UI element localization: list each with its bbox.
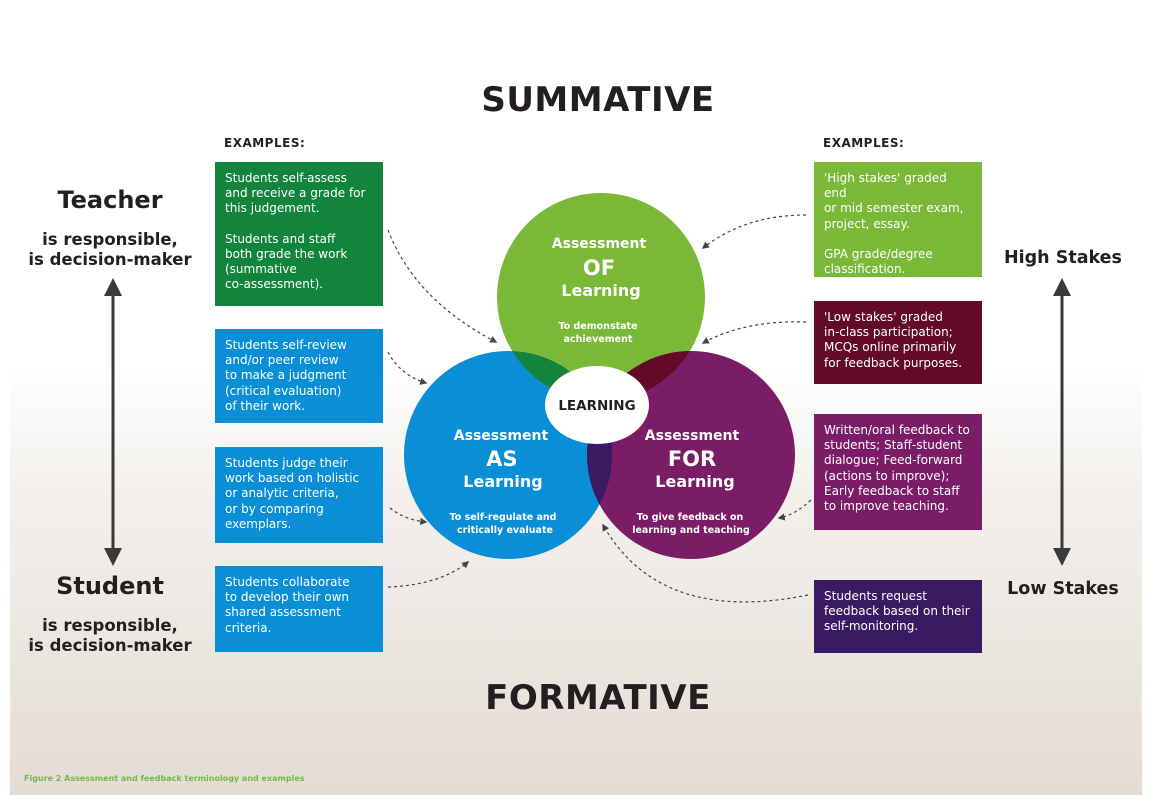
- connector-arrow: [387, 229, 498, 343]
- box-text: Students collaborate to develop their ow…: [225, 575, 350, 635]
- summative-title: SUMMATIVE: [481, 80, 715, 120]
- learning-center: [545, 366, 649, 444]
- of-desc2: achievement: [564, 334, 633, 345]
- examples-label-left: EXAMPLES:: [224, 136, 306, 150]
- as-line3: Learning: [463, 472, 542, 491]
- connector-arrow: [387, 561, 470, 588]
- as-desc2: critically evaluate: [457, 525, 553, 536]
- example-box-high-stakes: 'High stakes' graded end or mid semester…: [814, 162, 982, 277]
- connector-arrow: [701, 321, 807, 344]
- box-text: Students request feedback based on their…: [824, 589, 970, 634]
- box-text: 'High stakes' graded end or mid semester…: [824, 171, 964, 231]
- box-text: Students judge their work based on holis…: [225, 456, 360, 531]
- example-box-self-review: Students self-review and/or peer review …: [215, 329, 383, 423]
- for-desc2: learning and teaching: [632, 525, 750, 536]
- low-stakes-label: Low Stakes: [1007, 579, 1119, 599]
- teacher-student-arrow: [104, 278, 122, 566]
- of-line3: Learning: [561, 281, 640, 300]
- teacher-heading: Teacher: [57, 186, 163, 214]
- box-text: Students self-review and/or peer review …: [225, 338, 347, 413]
- teacher-subtext: is responsible, is decision-maker: [28, 230, 192, 269]
- box-text: GPA grade/degree classification.: [824, 246, 933, 277]
- example-box-low-stakes: 'Low stakes' graded in-class participati…: [814, 301, 982, 384]
- for-desc1: To give feedback on: [637, 512, 744, 523]
- connector-arrows: [387, 214, 812, 603]
- example-box-self-assess: Students self-assess and receive a grade…: [215, 162, 383, 306]
- figure-caption: Figure 2 Assessment and feedback termino…: [24, 774, 305, 783]
- as-desc1: To self-regulate and: [450, 512, 557, 523]
- student-heading: Student: [56, 572, 164, 600]
- high-stakes-label: High Stakes: [1004, 248, 1122, 268]
- box-text: 'Low stakes' graded in-class participati…: [824, 310, 963, 370]
- assessment-of-learning-circle: [497, 193, 705, 401]
- learning-center-label: LEARNING: [558, 398, 635, 414]
- box-text: Students self-assess and receive a grade…: [225, 171, 366, 216]
- formative-title: FORMATIVE: [485, 678, 711, 718]
- stakes-arrow: [1053, 278, 1071, 566]
- student-subtext: is responsible, is decision-maker: [28, 616, 192, 655]
- example-box-request-feedback: Students request feedback based on their…: [814, 580, 982, 653]
- example-box-judge-criteria: Students judge their work based on holis…: [215, 447, 383, 543]
- box-text: Students and staff both grade the work (…: [225, 231, 348, 292]
- of-desc1: To demonstate: [558, 321, 637, 332]
- connector-arrow: [777, 499, 812, 521]
- as-line1: Assessment: [454, 428, 549, 444]
- connector-arrow: [602, 523, 809, 603]
- for-big: FOR: [668, 447, 716, 471]
- for-line1: Assessment: [645, 428, 740, 444]
- connector-arrow: [389, 507, 428, 526]
- of-line1: Assessment: [552, 236, 647, 252]
- example-box-feedback: Written/oral feedback to students; Staff…: [814, 414, 982, 530]
- examples-label-right: EXAMPLES:: [823, 136, 905, 150]
- box-text: Written/oral feedback to students; Staff…: [824, 423, 970, 514]
- for-line3: Learning: [655, 472, 734, 491]
- as-big: AS: [486, 447, 517, 471]
- connector-arrow: [387, 351, 428, 385]
- connector-arrow: [701, 214, 807, 249]
- of-big: OF: [583, 256, 615, 280]
- example-box-collaborate: Students collaborate to develop their ow…: [215, 566, 383, 652]
